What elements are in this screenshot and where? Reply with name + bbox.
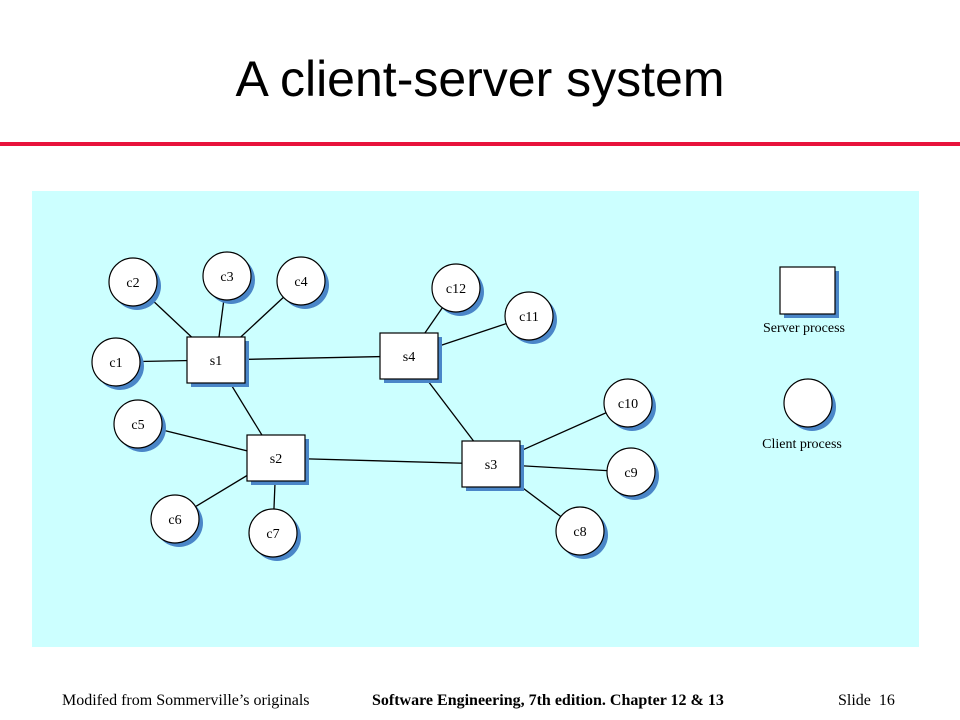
server-label: s2	[270, 452, 282, 467]
footer-slide-number: Slide 16	[838, 692, 895, 710]
legend-server-box	[779, 266, 836, 315]
server-box	[379, 332, 439, 380]
client-circle	[276, 256, 326, 306]
client-circle	[606, 447, 656, 497]
client-label: c3	[220, 270, 233, 285]
client-label: c6	[168, 513, 181, 528]
server-s4: s4	[379, 332, 442, 383]
legend-server-label: Server process	[763, 321, 845, 336]
client-c9: c9	[606, 447, 659, 500]
server-s1: s1	[186, 336, 249, 387]
client-circle	[431, 263, 481, 313]
slide-title: A client-server system	[235, 51, 725, 107]
process-nodes: s1 s2 s3 s4 c1 c2 c3 c4 c5 c6 c7 c8 c9 c10 c11 c12	[91, 251, 659, 561]
client-circle	[108, 257, 158, 307]
client-label: c1	[109, 356, 122, 371]
client-circle	[248, 508, 298, 558]
client-c7: c7	[248, 508, 301, 561]
server-box	[186, 336, 246, 384]
client-c6: c6	[150, 494, 203, 547]
client-circle	[202, 251, 252, 301]
client-label: c2	[126, 276, 139, 291]
server-s2: s2	[246, 434, 309, 485]
client-label: c4	[294, 275, 307, 290]
client-circle	[113, 399, 163, 449]
server-label: s1	[210, 354, 222, 369]
legend-client-label: Client process	[762, 437, 842, 452]
server-label: s4	[403, 350, 415, 365]
client-c2: c2	[108, 257, 161, 310]
client-label: c7	[266, 527, 279, 542]
diagram-panel	[32, 191, 919, 647]
legend-client-circle	[783, 378, 833, 428]
client-c1: c1	[91, 337, 144, 390]
footer-book-title: Software Engineering, 7th edition. Chapt…	[372, 692, 724, 709]
slide-number: 16	[878, 692, 895, 709]
client-c8: c8	[555, 506, 608, 559]
client-label: c9	[624, 466, 637, 481]
client-c10: c10	[603, 378, 656, 431]
slide-label: Slide	[838, 692, 871, 709]
title-underline	[0, 142, 960, 146]
client-c12: c12	[431, 263, 484, 316]
client-label: c5	[131, 418, 144, 433]
client-label: c12	[446, 282, 466, 297]
client-circle	[555, 506, 605, 556]
client-c5: c5	[113, 399, 166, 452]
connection-s2-s3	[275, 457, 492, 465]
server-box	[461, 440, 521, 488]
client-circle	[603, 378, 653, 428]
server-box	[246, 434, 306, 482]
legend: Server process Client process	[762, 266, 845, 452]
footer-credit: Modifed from Sommerville’s originals	[62, 692, 310, 709]
client-circle	[504, 291, 554, 341]
client-circle	[150, 494, 200, 544]
client-label: c11	[519, 310, 539, 325]
server-label: s3	[485, 458, 497, 473]
server-s3: s3	[461, 440, 524, 491]
client-c11: c11	[504, 291, 557, 344]
client-circle	[91, 337, 141, 387]
client-label: c8	[573, 525, 586, 540]
client-c3: c3	[202, 251, 255, 304]
client-c4: c4	[276, 256, 329, 309]
client-label: c10	[618, 397, 638, 412]
